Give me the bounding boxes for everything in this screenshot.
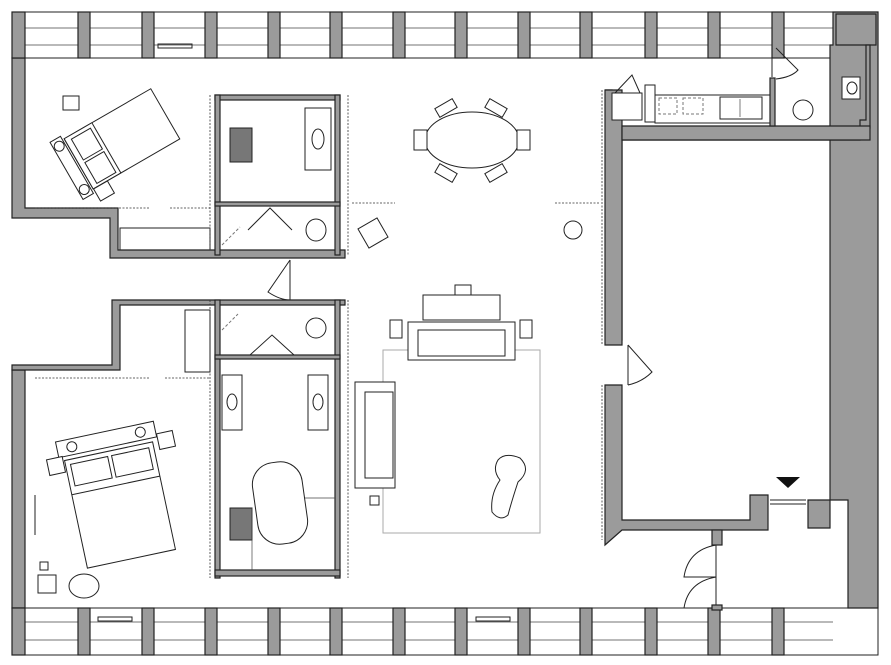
mullion <box>267 607 281 656</box>
side-table <box>563 220 583 240</box>
entrance <box>683 477 806 611</box>
tv-unit <box>422 294 501 321</box>
lounge-chair <box>491 454 526 519</box>
armchair <box>357 217 389 249</box>
rug <box>382 349 541 534</box>
armchair <box>68 573 100 599</box>
toilet <box>305 218 327 242</box>
living-area <box>354 284 541 534</box>
mullion <box>392 607 406 656</box>
mullion <box>141 11 155 59</box>
mullion <box>579 11 593 59</box>
mullion <box>454 11 468 59</box>
wardrobe <box>184 309 211 373</box>
bedroom-lower <box>34 420 177 599</box>
mullion <box>77 11 91 59</box>
bed-lower <box>54 420 177 569</box>
corner-wall <box>11 11 26 59</box>
mullion <box>707 11 721 59</box>
cabinet <box>229 127 253 163</box>
mullion <box>517 607 531 656</box>
wc <box>769 45 861 127</box>
mullion <box>329 11 343 59</box>
mullion <box>329 607 343 656</box>
mullion <box>77 607 91 656</box>
toilet <box>792 99 814 121</box>
bathroom-lower <box>209 299 349 579</box>
mullion <box>517 11 531 59</box>
mullion <box>454 607 468 656</box>
mullion <box>579 607 593 656</box>
mullion <box>267 11 281 59</box>
toilet <box>305 317 327 339</box>
mullion <box>707 607 721 656</box>
entrance-arrow-icon <box>776 477 800 488</box>
mullion <box>204 11 218 59</box>
window-mullions <box>11 11 785 656</box>
nightstand <box>62 95 80 111</box>
bed-upper <box>49 88 181 201</box>
radiators <box>97 43 511 622</box>
nightstand <box>92 180 116 202</box>
wardrobe <box>119 227 211 251</box>
hall-door <box>267 259 291 301</box>
bathtub <box>251 461 309 545</box>
mullion <box>204 607 218 656</box>
mullion <box>771 11 785 59</box>
mullion <box>771 607 785 656</box>
dining-table <box>413 97 531 184</box>
bathroom-upper <box>209 94 349 256</box>
sink <box>719 96 763 120</box>
side-door <box>601 90 653 540</box>
corner-wall <box>11 607 26 656</box>
mullion <box>644 11 658 59</box>
mullion <box>392 11 406 59</box>
mullion <box>644 607 658 656</box>
mullion <box>141 607 155 656</box>
kitchen <box>611 74 771 124</box>
bedroom-upper <box>35 88 211 251</box>
